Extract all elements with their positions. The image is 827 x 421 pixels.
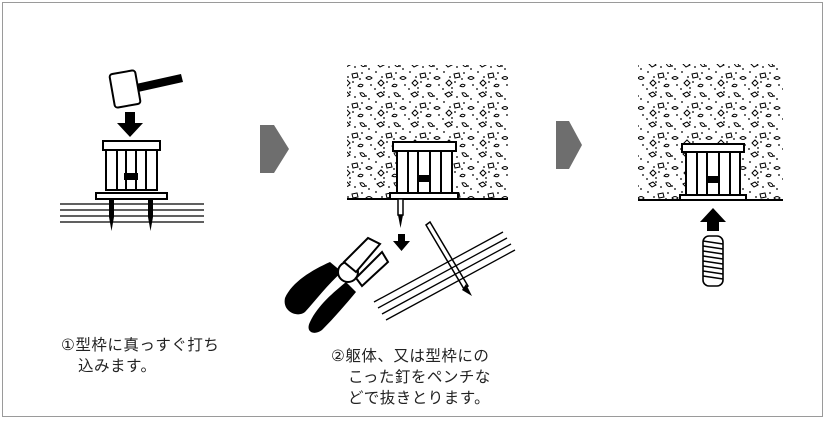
spacer-cone <box>389 141 459 200</box>
step1-caption: ①型枠に真っすぐ打ち込みます。 <box>61 335 219 377</box>
step-arrow-icon <box>260 125 289 173</box>
step3-illustration <box>638 64 783 287</box>
caption-line: ②躯体、又は型枠にの <box>331 347 490 365</box>
step2-illustration <box>284 65 516 333</box>
step1-illustration <box>60 69 204 231</box>
caption-line: 込みます。 <box>78 357 157 375</box>
caption-line: ①型枠に真っすぐ打ち <box>61 336 220 354</box>
nail-icon <box>397 198 404 228</box>
caption-line: どで抜きとります。 <box>348 389 491 407</box>
spacer-cone <box>95 140 168 200</box>
up-arrow-icon <box>700 208 726 231</box>
spacer-cone <box>679 143 747 201</box>
caption-line: こった釘をペンチな <box>348 368 491 386</box>
formwork-board <box>373 231 516 321</box>
pliers-icon <box>284 236 390 333</box>
formwork-board <box>60 203 204 223</box>
step2-caption: ②躯体、又は型枠にのこった釘をペンチなどで抜きとります。 <box>331 346 491 409</box>
step-arrow-icon <box>556 121 582 169</box>
down-arrow-icon <box>117 112 143 137</box>
hammer-icon <box>108 69 183 109</box>
nail-icon <box>425 220 472 296</box>
nail-icon <box>109 199 153 231</box>
down-arrow-icon <box>393 234 410 251</box>
spring-icon <box>702 235 724 287</box>
